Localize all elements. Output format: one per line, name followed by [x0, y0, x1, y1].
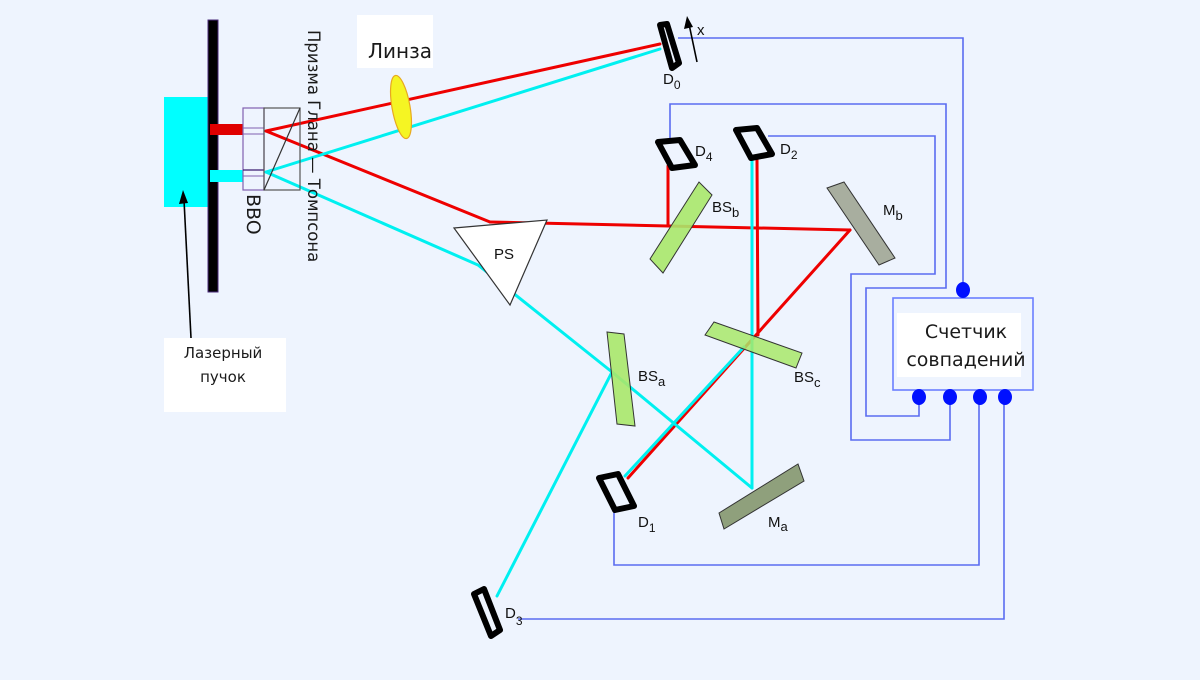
- beam-splitter-bsa-label: BSa: [638, 368, 666, 389]
- wire-d1: [613, 397, 980, 566]
- beams-red: [264, 42, 852, 480]
- laser-source: [164, 97, 209, 207]
- connector-dot-d4: [912, 389, 926, 405]
- prism-ps: [452, 219, 548, 307]
- laser-beam-label-line1: Лазерный: [184, 344, 263, 362]
- bbo-label: BBO: [242, 194, 264, 235]
- mirror-ma-label: Ma: [768, 514, 789, 534]
- laser-mount-bar: [207, 19, 219, 293]
- detector-d4: [655, 137, 698, 171]
- beam-cyan-bsa-to-d3: [495, 370, 614, 598]
- counter-connectors: [912, 282, 1012, 405]
- laser-beam-label-box: [164, 338, 286, 412]
- connector-dot-d2: [943, 389, 957, 405]
- beam-splitter-bsc: [704, 321, 803, 369]
- counter-label-line1: Счетчик: [925, 321, 1007, 343]
- glan-thompson-prism: [263, 107, 301, 191]
- detector-d0: [657, 21, 682, 71]
- counter-label-line2: совпадений: [906, 349, 1025, 371]
- connector-dot-d3: [998, 389, 1012, 405]
- connector-dot-d1: [973, 389, 987, 405]
- wire-d4: [669, 103, 947, 417]
- laser-beam-label-line2: пучок: [200, 368, 246, 386]
- detector-d3-label: D3: [505, 605, 523, 628]
- detector-d4-label: D4: [695, 143, 713, 164]
- lens-label: Линза: [368, 39, 432, 63]
- wire-d0: [678, 37, 964, 290]
- coincidence-counter: Счетчик совпадений: [892, 297, 1034, 391]
- detector-d2: [733, 125, 775, 161]
- beam-splitter-bsa: [606, 331, 636, 427]
- beam-red-ps-to-mb: [488, 220, 852, 232]
- beam-cyan-to-ma: [264, 170, 754, 490]
- beam-splitter-bsb-label: BSb: [712, 199, 739, 220]
- beam-cyan-to-d0: [264, 47, 662, 174]
- detector-d1-label: D1: [638, 514, 656, 535]
- wire-d2: [768, 135, 951, 441]
- beam-cyan-bsc-to-d1: [623, 345, 746, 478]
- mirror-mb-label: Mb: [883, 202, 903, 223]
- beam-red-d2-to-bsc: [755, 158, 760, 337]
- connector-dot-d0: [956, 282, 970, 298]
- beam-red-to-d0: [264, 42, 662, 133]
- beams-cyan: [264, 47, 754, 598]
- prism-ps-label: PS: [494, 246, 514, 263]
- detector-d2-label: D2: [780, 141, 798, 162]
- laser-pointer-arrow-icon: [179, 190, 192, 339]
- lens: [389, 74, 413, 140]
- detector-d0-label: D0: [663, 71, 681, 92]
- detector-d1: [596, 471, 637, 513]
- mirror-mb: [826, 181, 896, 266]
- displacement-axis-label: x: [697, 22, 705, 39]
- beam-red-to-ps: [264, 129, 492, 224]
- laser-output-red: [210, 124, 243, 135]
- laser-output-cyan: [210, 170, 243, 182]
- displacement-arrow-icon: [684, 16, 698, 63]
- glan-prism-label: Призма Глана — Томпсона: [304, 30, 323, 262]
- wires: [518, 37, 1005, 620]
- wire-d3: [518, 397, 1005, 620]
- beam-splitter-bsb: [649, 181, 713, 274]
- detector-d3: [471, 586, 503, 639]
- lens-label-box: [357, 15, 433, 68]
- beam-splitter-bsc-label: BSc: [794, 369, 821, 390]
- mirror-ma: [718, 463, 805, 530]
